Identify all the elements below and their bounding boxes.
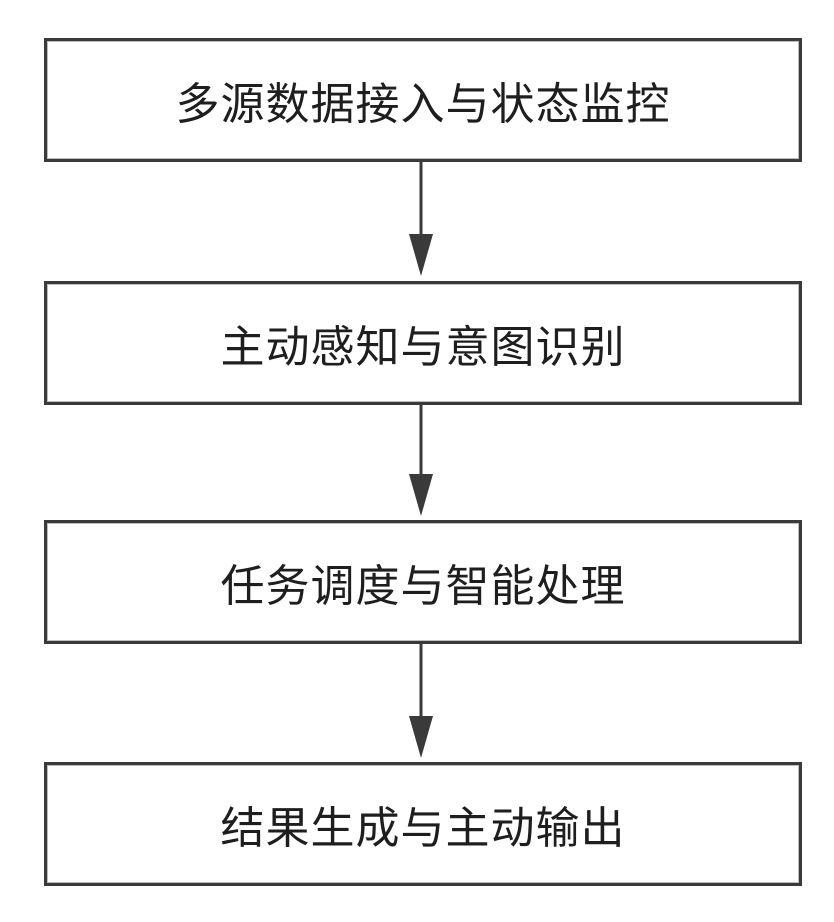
flow-step-4-box: 结果生成与主动输出 [44, 762, 802, 886]
arrow-step-1-to-2 [409, 162, 433, 276]
flow-step-4-label: 结果生成与主动输出 [221, 792, 626, 856]
flow-step-2-box: 主动感知与意图识别 [44, 281, 802, 405]
flow-step-3-label: 任务调度与智能处理 [221, 550, 626, 614]
arrow-step-2-to-3 [409, 405, 433, 516]
arrow-step-3-to-4 [409, 644, 433, 758]
flow-step-2-label: 主动感知与意图识别 [221, 311, 626, 375]
flow-step-1-box: 多源数据接入与状态监控 [44, 38, 802, 162]
flow-step-3-box: 任务调度与智能处理 [44, 520, 802, 644]
flow-step-1-label: 多源数据接入与状态监控 [176, 68, 671, 132]
